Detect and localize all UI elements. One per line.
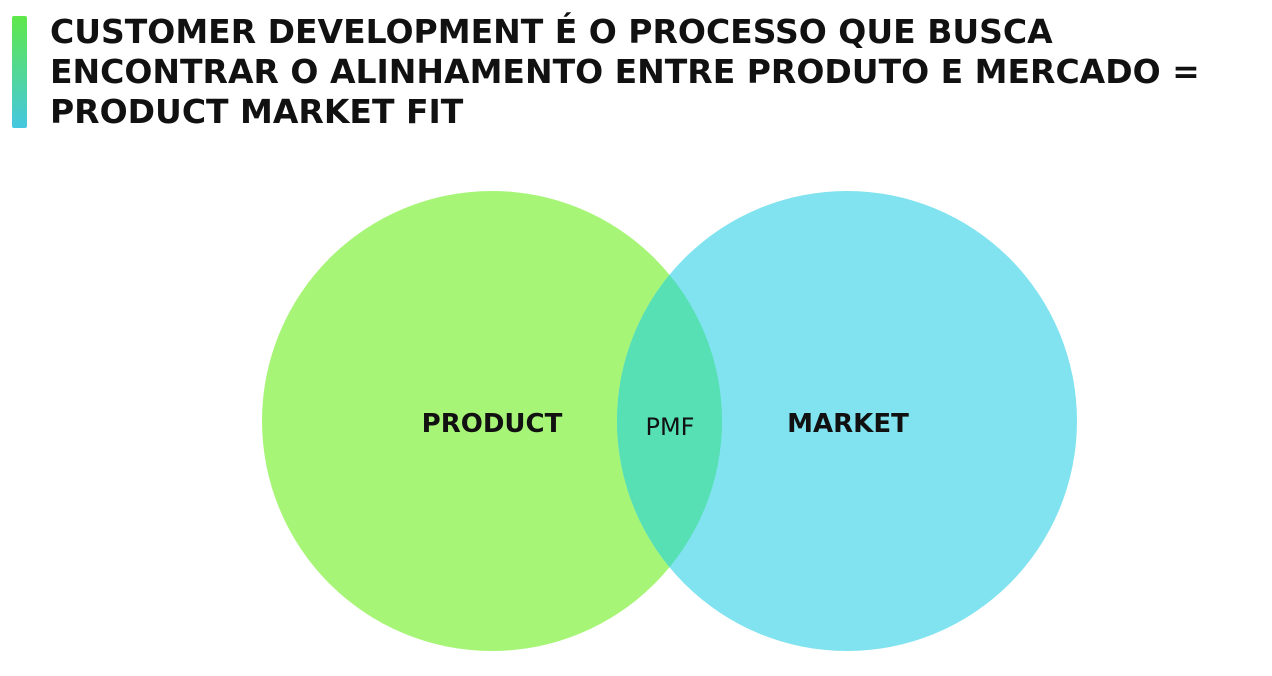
product-circle (262, 191, 722, 651)
product-label: PRODUCT (422, 409, 563, 439)
market-label: MARKET (787, 409, 909, 439)
pmf-label: PMF (646, 413, 695, 441)
accent-bar (12, 16, 27, 128)
market-circle (617, 191, 1077, 651)
slide-title: CUSTOMER DEVELOPMENT É O PROCESSO QUE BU… (50, 12, 1200, 131)
